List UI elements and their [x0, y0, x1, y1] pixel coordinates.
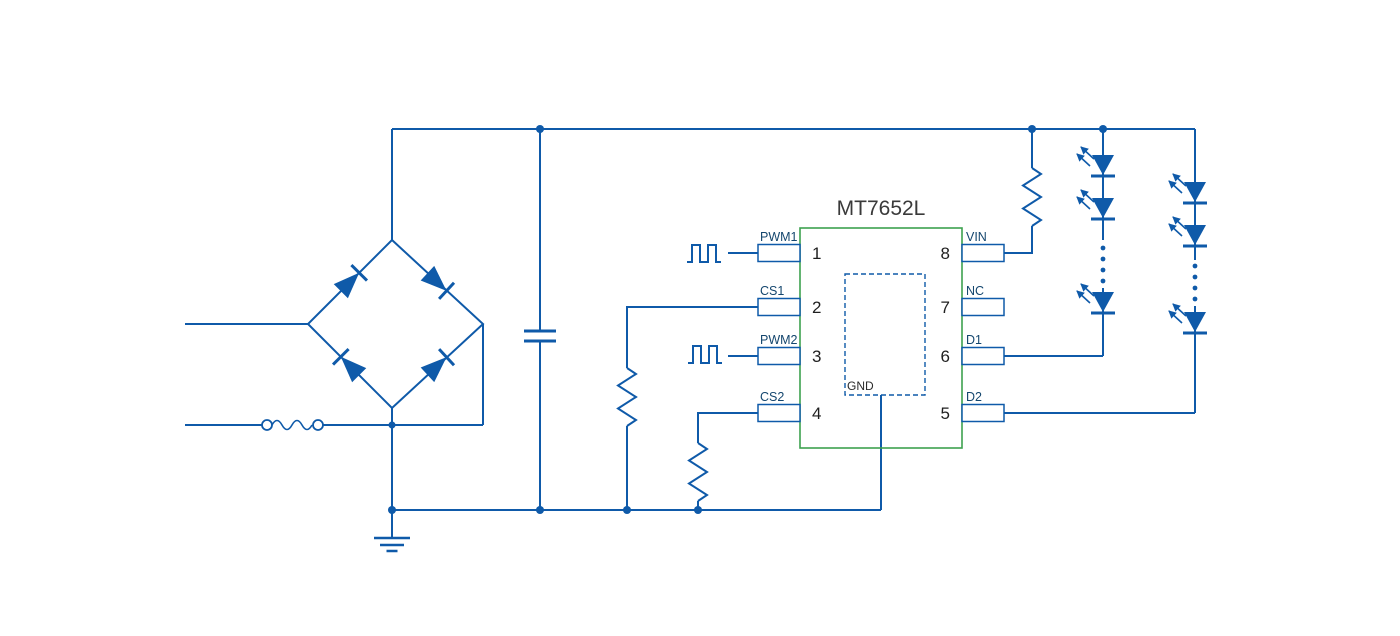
junction-dot [388, 506, 396, 514]
led-icon [1169, 174, 1207, 203]
junction-dots [388, 125, 1107, 514]
capacitor-icon [524, 329, 556, 343]
ic-title: MT7652L [837, 197, 926, 220]
pin-6-box [961, 346, 1005, 366]
led-string-2 [1169, 174, 1207, 333]
pin-6-label: D1 [966, 333, 982, 347]
pin-2-label: CS1 [760, 284, 784, 298]
vin-resistor-icon [1022, 167, 1042, 227]
junction-dot [623, 506, 631, 514]
junction-dot [694, 506, 702, 514]
cs1-resistor-icon [617, 367, 637, 427]
pin-7-number: 7 [941, 298, 950, 317]
pwm2-waveform-icon [688, 345, 722, 364]
ic-body [799, 227, 963, 449]
pin-4-box [757, 403, 801, 423]
pin-8-number: 8 [941, 244, 950, 263]
junction-dot [1028, 125, 1036, 133]
pin-7-label: NC [966, 284, 984, 298]
pin-4-number: 4 [812, 404, 821, 423]
d1-wire [1004, 129, 1104, 357]
junction-dot [388, 421, 396, 429]
bridge-rectifier [331, 263, 456, 385]
bridge-diamond-wire [306, 238, 485, 410]
led-icon [1169, 217, 1207, 246]
pin-5-label: D2 [966, 390, 982, 404]
cs2-resistor-icon [688, 442, 708, 502]
pin-3-box [757, 346, 801, 366]
junction-dot [536, 506, 544, 514]
pin-8-box [961, 243, 1005, 263]
led-icon [1077, 190, 1115, 219]
pin-6-number: 6 [941, 347, 950, 366]
ic-gnd-label: GND [847, 379, 874, 393]
series-continuation-dots [1100, 245, 1106, 284]
pin-boxes [757, 243, 1005, 423]
pin-3-number: 3 [812, 347, 821, 366]
series-continuation-dots [1192, 263, 1198, 302]
pwm1-waveform-icon [687, 244, 721, 263]
cs1-wire [626, 306, 758, 510]
pin-1-box [757, 243, 801, 263]
pin-1-label: PWM1 [760, 230, 798, 244]
junction-dot [1099, 125, 1107, 133]
ic-internal-dashed-box [844, 273, 926, 396]
led-icon [1169, 304, 1207, 333]
pin-1-number: 1 [812, 244, 821, 263]
pin-3-label: PWM2 [760, 333, 798, 347]
wires [185, 128, 1196, 538]
pin-8-label: VIN [966, 230, 987, 244]
ac-bottom-wire [185, 324, 484, 426]
pin-5-box [961, 403, 1005, 423]
led-icon [1077, 284, 1115, 313]
pin-5-number: 5 [941, 404, 950, 423]
led-string-1 [1077, 147, 1115, 313]
pin-7-box [961, 297, 1005, 317]
pin-4-label: CS2 [760, 390, 784, 404]
d2-wire [1004, 129, 1196, 414]
led-icon [1077, 147, 1115, 176]
pin-2-number: 2 [812, 298, 821, 317]
junction-dot [536, 125, 544, 133]
pin-2-box [757, 297, 801, 317]
vin-wire [1004, 129, 1033, 254]
fuse-icon [261, 419, 324, 431]
ground-icon [374, 536, 410, 553]
